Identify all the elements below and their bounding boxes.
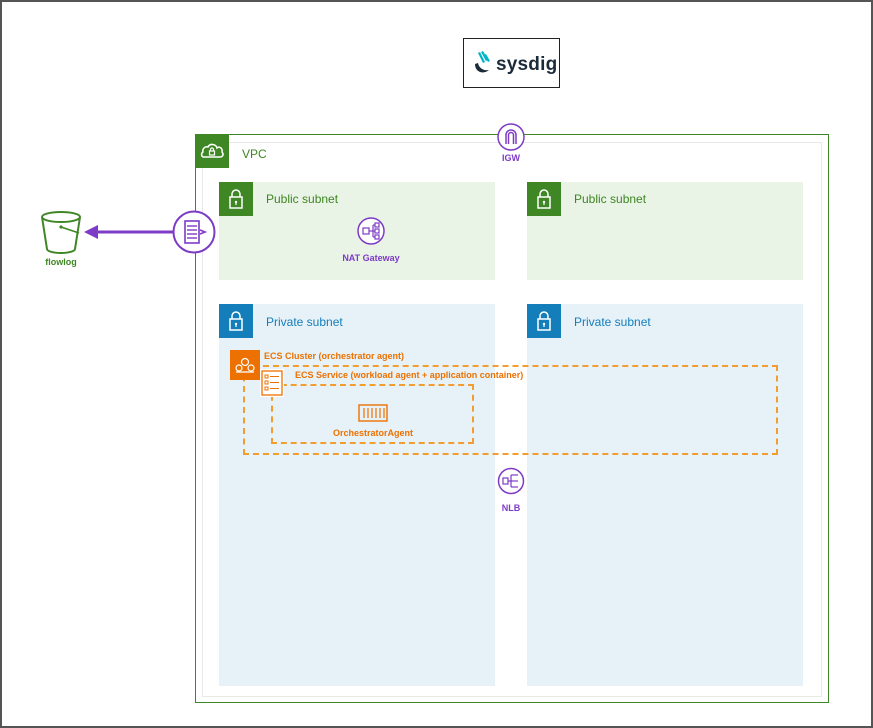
sysdig-logo-box [463, 38, 560, 88]
flow-arrow [82, 222, 177, 242]
nlb-label: NLB [501, 503, 521, 513]
public-subnet-right [527, 182, 803, 280]
public-subnet-left [219, 182, 495, 280]
ecs-cluster-icon [230, 350, 260, 380]
nat-gateway-label: NAT Gateway [342, 253, 400, 263]
s3-bucket-icon [38, 209, 84, 255]
public-subnet-left-label: Public subnet [266, 192, 339, 206]
ecs-service-label: ECS Service (workload agent + applicatio… [295, 370, 524, 380]
nat-gateway-icon [356, 216, 386, 246]
igw-icon [496, 122, 526, 152]
vpc-label: VPC [242, 147, 267, 161]
sysdig-logo-icon [471, 48, 497, 78]
vpc-cloud-icon [195, 134, 229, 168]
nlb-icon [497, 467, 525, 495]
sysdig-logo-text: sysdig [496, 54, 558, 75]
private-subnet-left-label: Private subnet [266, 315, 343, 329]
igw-label: IGW [502, 153, 520, 163]
private-subnet-right [527, 304, 803, 686]
lock-icon [527, 304, 561, 338]
ecs-service-boundary [271, 384, 474, 444]
flowlog-label: flowlog [45, 257, 77, 267]
private-subnet-left [219, 304, 495, 686]
ecs-cluster-label: ECS Cluster (orchestrator agent) [264, 351, 405, 361]
ecs-service-icon [260, 369, 284, 397]
lock-icon [219, 182, 253, 216]
lock-icon [219, 304, 253, 338]
lock-icon [527, 182, 561, 216]
ecs-cluster-boundary [243, 365, 778, 455]
flow-logs-icon [172, 210, 216, 254]
private-subnet-right-label: Private subnet [574, 315, 651, 329]
orchestrator-agent-label: OrchestratorAgent [332, 428, 413, 438]
container-icon [358, 404, 388, 422]
public-subnet-right-label: Public subnet [574, 192, 647, 206]
